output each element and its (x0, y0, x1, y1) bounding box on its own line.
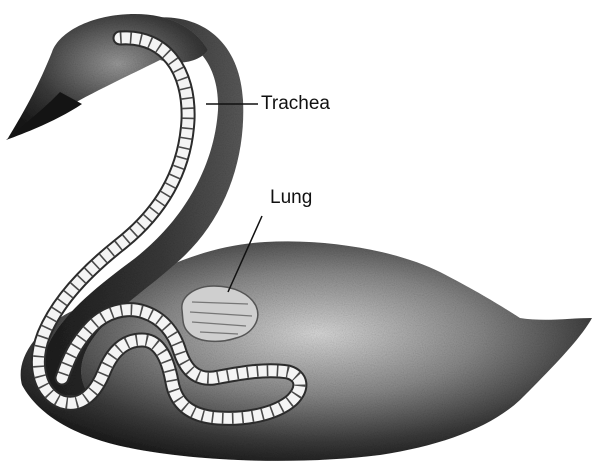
trachea-label: Trachea (261, 93, 330, 115)
lung-label: Lung (270, 187, 312, 209)
swan-body (21, 241, 592, 461)
